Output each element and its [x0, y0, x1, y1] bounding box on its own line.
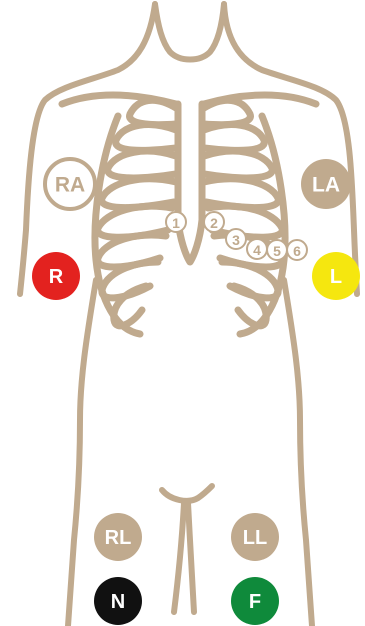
electrode-ra-label: RA	[55, 174, 85, 197]
left-rib-3	[204, 151, 272, 178]
electrode-v6-label: 6	[293, 243, 301, 259]
left-rib-1	[204, 100, 250, 124]
right-rib-1	[130, 100, 176, 124]
electrode-n: N	[94, 577, 142, 625]
electrode-v1-label: 1	[172, 215, 180, 231]
electrode-v4: 4	[247, 239, 267, 259]
electrode-v5-label: 5	[273, 243, 281, 259]
electrode-v2-label: 2	[210, 215, 218, 231]
electrode-v1: 1	[166, 212, 186, 232]
electrode-rl: RL	[94, 513, 142, 561]
inner-left-leg-outline	[188, 503, 194, 612]
rib-cage	[62, 95, 316, 334]
electrode-v6: 6	[287, 240, 307, 260]
electrode-f: F	[231, 577, 279, 625]
inner-right-leg-outline	[174, 503, 184, 612]
electrode-n-label: N	[111, 591, 125, 613]
electrode-v2: 2	[204, 212, 224, 232]
electrode-f-label: F	[249, 591, 261, 613]
neck-outline	[155, 4, 224, 60]
right-rib-4	[102, 179, 176, 208]
sternum	[178, 104, 202, 262]
left-flank-outline	[284, 280, 312, 626]
electrode-v3: 3	[226, 229, 246, 249]
electrode-v5: 5	[267, 240, 287, 260]
electrode-l: L	[312, 252, 360, 300]
electrode-ll: LL	[231, 513, 279, 561]
electrode-ra: RA	[45, 159, 95, 209]
left-rib-2	[204, 125, 264, 151]
right-rib-2	[116, 125, 176, 151]
electrode-la: LA	[301, 159, 351, 209]
electrode-l-label: L	[330, 266, 342, 288]
electrode-r: R	[32, 252, 80, 300]
right-flank-outline	[68, 280, 96, 626]
electrode-v3-label: 3	[232, 232, 240, 248]
electrode-la-label: LA	[312, 174, 340, 197]
electrode-v4-label: 4	[253, 242, 261, 258]
right-rib-3	[108, 151, 176, 178]
left-rib-4	[204, 179, 278, 208]
groin-outline	[162, 486, 212, 501]
electrode-rl-label: RL	[105, 527, 132, 549]
electrode-r-label: R	[49, 266, 64, 288]
electrode-ll-label: LL	[243, 527, 267, 549]
